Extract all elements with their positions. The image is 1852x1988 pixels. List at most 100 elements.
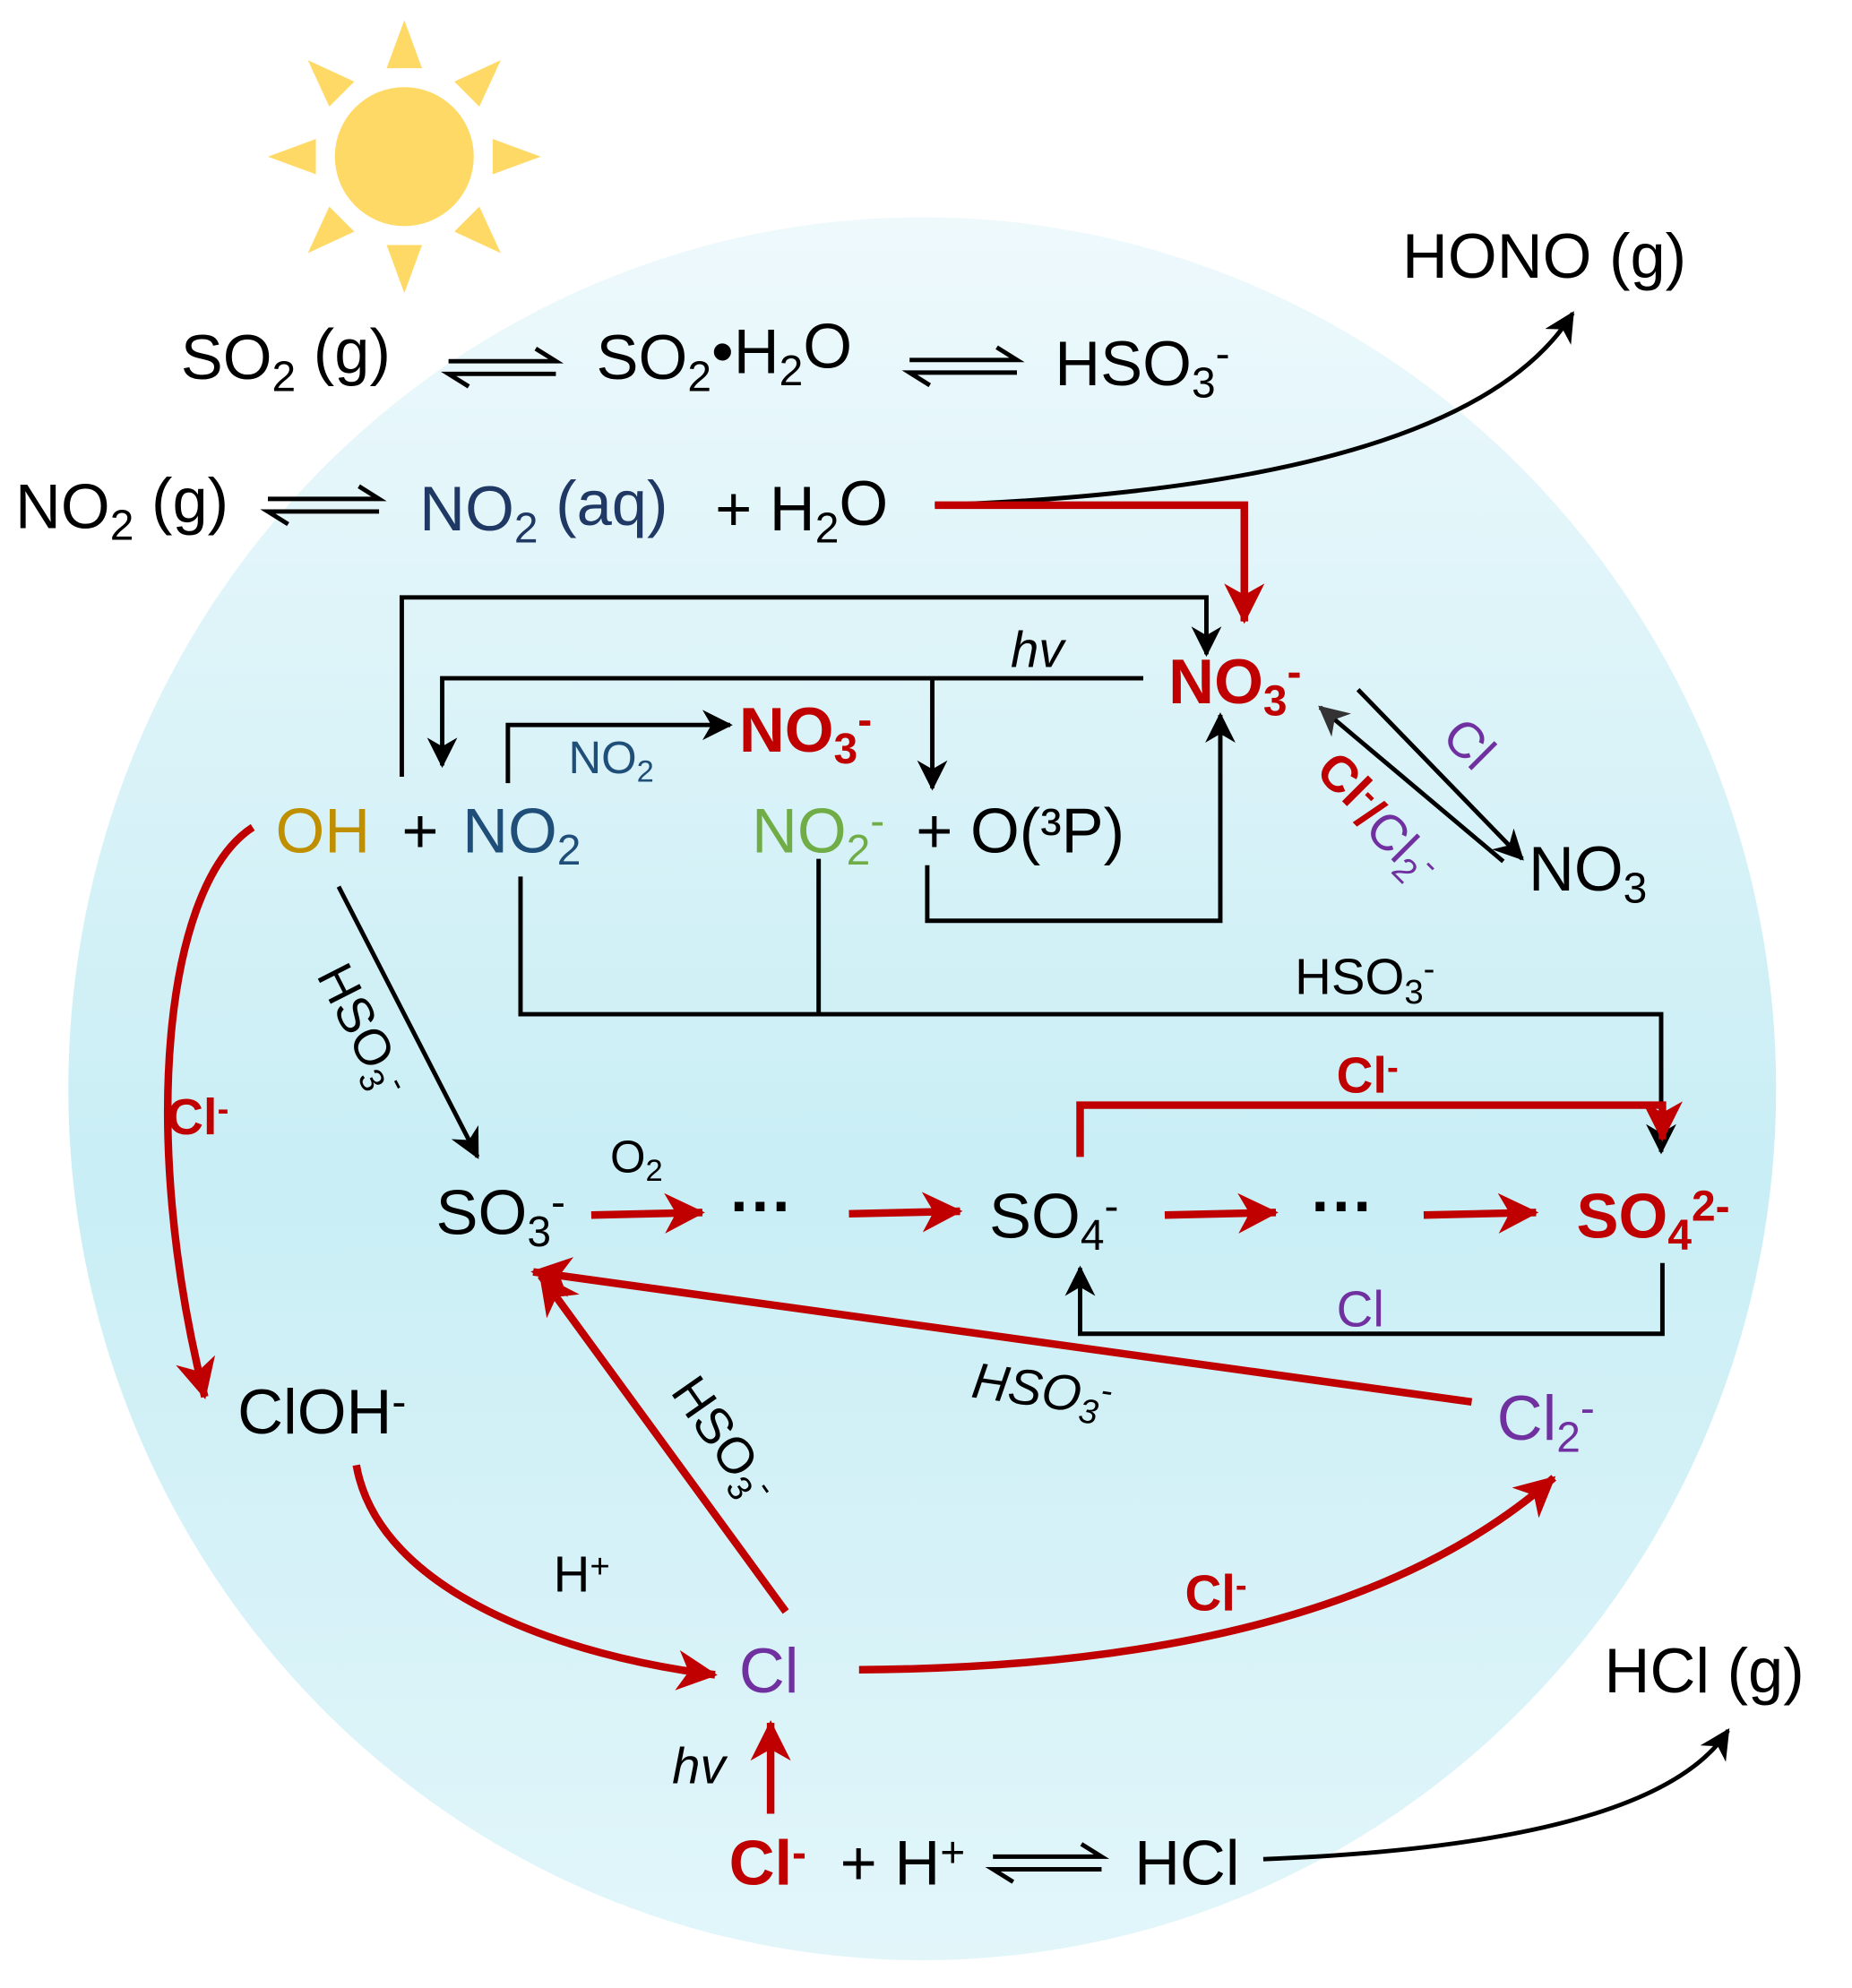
formula-text: NO xyxy=(1168,646,1263,717)
arrow-sulfate-to-so4 xyxy=(1064,1262,1665,1337)
formula-text: O xyxy=(803,310,852,381)
plus-water: + H2O xyxy=(715,468,888,553)
formula-text: HSO xyxy=(1295,949,1404,1005)
formula-text: H xyxy=(554,1545,590,1602)
cl-minus-label-left: Cl- xyxy=(167,1089,228,1145)
no2-aqueous: NO2 (aq) xyxy=(419,468,668,553)
formula-text: NO xyxy=(462,796,557,866)
hso3-label-right: HSO3- xyxy=(1295,949,1434,1012)
aerosol-droplet xyxy=(68,217,1777,1960)
formula-subscript: 2 xyxy=(847,827,871,874)
so2-gas: SO2 (g) xyxy=(181,316,391,401)
no3-radical: NO3 xyxy=(1529,833,1647,912)
formula-text: + H xyxy=(840,1827,941,1898)
formula-superscript: - xyxy=(870,797,884,845)
arrow-dots-to-so4 xyxy=(848,1192,963,1233)
arrow-oh-to-so3 xyxy=(336,885,480,1159)
equilibrium-arrow-hydrate xyxy=(901,345,1025,388)
formula-text: NO xyxy=(419,473,514,544)
formula-superscript: - xyxy=(1424,950,1435,988)
formula-subscript: 3 xyxy=(1192,359,1216,407)
formula-superscript: - xyxy=(1288,649,1302,696)
hcl-gas: HCl (g) xyxy=(1605,1635,1805,1706)
no2-gas: NO2 (g) xyxy=(15,465,228,550)
sulfate: SO42- xyxy=(1577,1181,1730,1260)
formula-text: Cl xyxy=(1497,1382,1557,1453)
formula-superscript: + xyxy=(940,1829,965,1877)
arrow-so4-to-sulfate-cl xyxy=(1076,1101,1683,1158)
hv-label-top: hv xyxy=(1011,621,1066,677)
formula-superscript: - xyxy=(392,1379,406,1426)
formula-text: SO xyxy=(1577,1181,1668,1252)
formula-subscript: 2 xyxy=(272,353,297,400)
sun-icon xyxy=(268,20,541,294)
formula-text: SO xyxy=(181,322,272,392)
equilibrium-arrow-hcl xyxy=(985,1842,1110,1884)
arrow-nitrate-to-no3 xyxy=(1356,688,1524,861)
formula-text: NO xyxy=(1529,833,1624,904)
h-plus-label: H+ xyxy=(554,1545,610,1602)
no2-reagent-label: NO2 xyxy=(569,732,654,789)
formula-text: O xyxy=(610,1131,645,1182)
arrow-o3p-to-nitrate xyxy=(925,712,1236,924)
formula-superscript: - xyxy=(1387,1048,1399,1087)
arrow-dots-to-sulfate xyxy=(1423,1192,1539,1234)
formula-superscript: - xyxy=(1236,1566,1247,1605)
arrow-photolysis-to-no2 xyxy=(426,676,1143,769)
formula-superscript: - xyxy=(551,1179,565,1226)
arrow-cl-to-cl2 xyxy=(858,1475,1556,1674)
formula-superscript: 2- xyxy=(1692,1183,1730,1230)
formula-text: ClOH xyxy=(237,1376,392,1447)
arrow-hcl-to-gas xyxy=(1262,1728,1730,1862)
chloride: Cl- xyxy=(729,1827,806,1898)
formula-subscript: 2 xyxy=(687,353,711,400)
cl2-radical: Cl2- xyxy=(1497,1382,1595,1461)
formula-subscript: 2 xyxy=(1556,1415,1581,1462)
formula-superscript: - xyxy=(1216,331,1230,378)
nitrite: NO2- xyxy=(752,796,884,874)
arrow-water-to-hono xyxy=(935,311,1575,508)
formula-superscript: - xyxy=(792,1829,806,1877)
formula-text: (g) xyxy=(296,316,391,387)
cl-radical: Cl xyxy=(739,1635,799,1706)
formula-superscript: - xyxy=(1104,1183,1118,1230)
cl-label-sulfate: Cl xyxy=(1337,1280,1384,1337)
so3-radical: SO3- xyxy=(436,1176,565,1255)
formula-subscript: 3 xyxy=(834,726,858,773)
formula-text: SO xyxy=(989,1181,1081,1252)
formula-subscript: 2 xyxy=(557,827,581,874)
intermediate-dots-2: ··· xyxy=(1311,1170,1374,1241)
formula-subscript: 2 xyxy=(815,505,840,553)
hv-label-bottom: hv xyxy=(672,1738,728,1794)
arrow-oh-loop-to-nitrate xyxy=(399,595,1222,778)
formula-subscript: 2 xyxy=(514,505,538,553)
formula-subscript: 4 xyxy=(1667,1212,1692,1260)
arrow-cl-to-so3 xyxy=(538,1273,789,1614)
formula-subscript: 4 xyxy=(1081,1212,1105,1260)
formula-superscript: - xyxy=(218,1090,229,1129)
arrow-no3-to-nitrate xyxy=(1318,705,1505,864)
formula-subscript: 2 xyxy=(780,348,804,395)
formula-text: SO xyxy=(436,1176,528,1247)
formula-superscript: - xyxy=(1098,1371,1116,1410)
arrow-oh-to-cloh xyxy=(164,823,255,1399)
formula-text: Cl xyxy=(167,1089,217,1145)
formula-subscript: 2 xyxy=(637,754,654,788)
formula-subscript: 3 xyxy=(1404,973,1423,1011)
arrow-no2-to-nitrate xyxy=(505,710,733,784)
formula-subscript: 2 xyxy=(646,1154,663,1188)
nitrate-main: NO3- xyxy=(1168,646,1301,725)
formula-superscript: - xyxy=(1581,1385,1595,1433)
equilibrium-arrow-so2 xyxy=(440,347,564,389)
arrow-water-to-nitrate xyxy=(935,501,1265,624)
bisulfite: HSO3- xyxy=(1055,328,1229,407)
formula-text: + H xyxy=(715,473,815,544)
formula-text: Cl xyxy=(1185,1564,1236,1621)
nitrate-side: NO3- xyxy=(739,694,872,773)
plus-sign: + xyxy=(401,796,438,866)
arrow-so4-to-dots xyxy=(1164,1192,1279,1234)
intermediate-dots-1: ··· xyxy=(730,1170,793,1241)
formula-superscript: + xyxy=(590,1547,609,1586)
plus-o3p: + O(³P) xyxy=(916,796,1124,866)
